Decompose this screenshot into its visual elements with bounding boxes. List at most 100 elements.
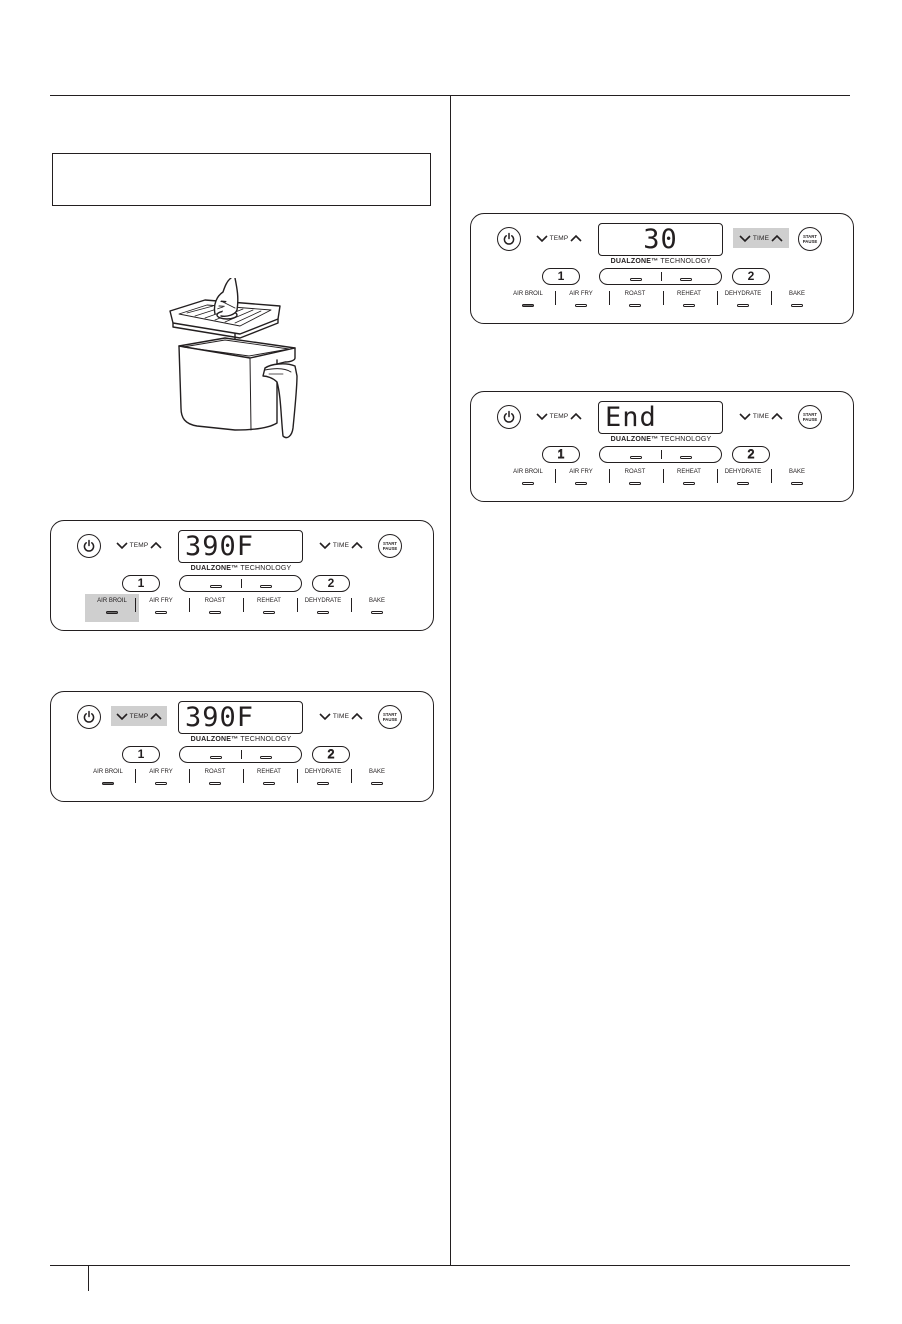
zone-indicator-left <box>210 585 222 588</box>
func-dehydrate[interactable]: DEHYDRATE <box>716 465 770 493</box>
func-roast[interactable]: ROAST <box>188 765 242 793</box>
func-led <box>737 482 749 485</box>
func-reheat[interactable]: REHEAT <box>242 765 296 793</box>
bottom-rule <box>50 1265 850 1266</box>
power-button[interactable] <box>77 534 101 558</box>
func-reheat[interactable]: REHEAT <box>662 287 716 315</box>
temp-control[interactable]: TEMP <box>111 535 167 555</box>
func-bake[interactable]: BAKE <box>350 594 404 622</box>
power-button[interactable] <box>497 227 521 251</box>
chevron-up-icon <box>570 234 582 242</box>
func-reheat[interactable]: REHEAT <box>662 465 716 493</box>
page-number-tick <box>88 1265 89 1291</box>
technology-word: TECHNOLOGY <box>238 736 292 743</box>
func-label: REHEAT <box>677 291 701 297</box>
func-bake[interactable]: BAKE <box>770 287 824 315</box>
func-separator <box>135 598 136 612</box>
func-dehydrate[interactable]: DEHYDRATE <box>716 287 770 315</box>
func-air-fry[interactable]: AIR FRY <box>134 765 188 793</box>
control-panel-3: TEMP 30 TIME START PAUSE DUALZONE™ TECHN… <box>470 213 854 324</box>
func-reheat[interactable]: REHEAT <box>242 594 296 622</box>
func-separator <box>771 469 772 483</box>
dualzone-brand: DUALZONE™ <box>190 565 239 572</box>
zone-divider <box>241 750 242 759</box>
control-panel-4: TEMP End TIME START PAUSE DUALZONE™ TECH… <box>470 391 854 502</box>
start-label: START <box>382 541 397 546</box>
both-zones-button[interactable] <box>179 575 302 592</box>
temp-control[interactable]: TEMP <box>531 228 587 248</box>
start-pause-button[interactable]: START PAUSE <box>378 534 402 558</box>
chevron-down-icon <box>739 412 751 420</box>
power-button[interactable] <box>77 705 101 729</box>
func-air-fry[interactable]: AIR FRY <box>554 287 608 315</box>
chevron-up-icon <box>351 541 363 549</box>
func-separator <box>663 291 664 305</box>
dualzone-brand: DUALZONE™ <box>190 736 239 743</box>
zone-1-button[interactable]: 1 <box>542 268 580 285</box>
func-air-broil[interactable]: AIR BROIL <box>85 594 139 622</box>
power-button[interactable] <box>497 405 521 429</box>
func-dehydrate[interactable]: DEHYDRATE <box>296 594 350 622</box>
func-label: REHEAT <box>677 469 701 475</box>
zone-2-button[interactable]: 2 <box>312 746 350 763</box>
zone-divider <box>241 579 242 588</box>
zone-indicator-left <box>630 456 642 459</box>
func-dehydrate[interactable]: DEHYDRATE <box>296 765 350 793</box>
time-control[interactable]: TIME <box>313 706 369 726</box>
func-roast[interactable]: ROAST <box>608 465 662 493</box>
time-control[interactable]: TIME <box>313 535 369 555</box>
zone-1-button[interactable]: 1 <box>122 746 160 763</box>
temp-label: TEMP <box>129 712 149 720</box>
func-label: DEHYDRATE <box>304 598 342 604</box>
func-roast[interactable]: ROAST <box>188 594 242 622</box>
func-label: AIR FRY <box>569 469 593 475</box>
chevron-down-icon <box>319 712 331 720</box>
func-led <box>263 782 275 785</box>
time-label: TIME <box>332 541 350 549</box>
control-panel-1: TEMP 390F TIME START PAUSE DUALZONE™ TEC… <box>50 520 434 631</box>
power-icon <box>83 710 95 723</box>
time-control[interactable]: TIME <box>733 228 789 248</box>
both-zones-button[interactable] <box>599 446 722 463</box>
start-pause-button[interactable]: START PAUSE <box>798 227 822 251</box>
start-pause-button[interactable]: START PAUSE <box>378 705 402 729</box>
note-box <box>52 153 431 206</box>
both-zones-button[interactable] <box>599 268 722 285</box>
zone-1-button[interactable]: 1 <box>122 575 160 592</box>
dualzone-brand: DUALZONE™ <box>610 436 659 443</box>
column-divider <box>450 96 451 1266</box>
zone-divider <box>661 272 662 281</box>
func-air-fry[interactable]: AIR FRY <box>554 465 608 493</box>
start-pause-button[interactable]: START PAUSE <box>798 405 822 429</box>
both-zones-button[interactable] <box>179 746 302 763</box>
func-air-fry[interactable]: AIR FRY <box>134 594 188 622</box>
func-bake[interactable]: BAKE <box>350 765 404 793</box>
time-control[interactable]: TIME <box>733 406 789 426</box>
func-led <box>575 482 587 485</box>
chevron-up-icon <box>570 412 582 420</box>
temp-control[interactable]: TEMP <box>531 406 587 426</box>
display-screen: End <box>598 401 723 434</box>
chevron-up-icon <box>351 712 363 720</box>
air-fryer-basket-illustration <box>169 278 298 439</box>
func-separator <box>297 769 298 783</box>
func-air-broil[interactable]: AIR BROIL <box>501 465 555 493</box>
start-label: START <box>802 412 817 417</box>
chevron-up-icon <box>771 412 783 420</box>
temp-control[interactable]: TEMP <box>111 706 167 726</box>
technology-word: TECHNOLOGY <box>658 436 712 443</box>
func-air-broil[interactable]: AIR BROIL <box>81 765 135 793</box>
top-rule <box>50 95 850 96</box>
func-bake[interactable]: BAKE <box>770 465 824 493</box>
zone-2-button[interactable]: 2 <box>732 446 770 463</box>
pause-label: PAUSE <box>802 417 818 422</box>
func-air-broil[interactable]: AIR BROIL <box>501 287 555 315</box>
func-label: AIR BROIL <box>513 469 543 475</box>
zone-2-button[interactable]: 2 <box>312 575 350 592</box>
zone-2-button[interactable]: 2 <box>732 268 770 285</box>
func-label: AIR BROIL <box>93 769 123 775</box>
zone-1-button[interactable]: 1 <box>542 446 580 463</box>
technology-word: TECHNOLOGY <box>658 258 712 265</box>
func-roast[interactable]: ROAST <box>608 287 662 315</box>
zone-indicator-right <box>260 585 272 588</box>
